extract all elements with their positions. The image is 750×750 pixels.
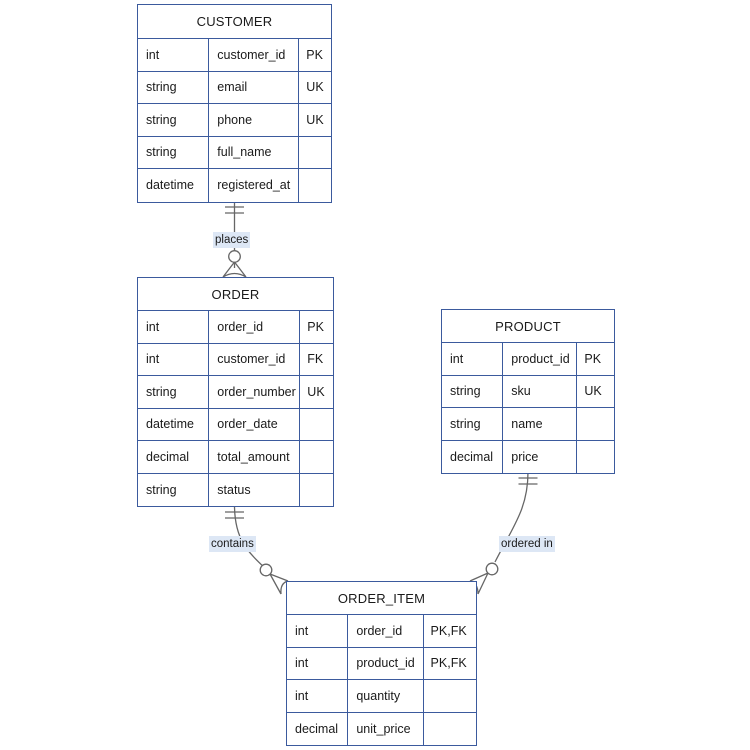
entity-title-order-item: ORDER_ITEM bbox=[287, 582, 476, 615]
attribute-type: int bbox=[138, 343, 210, 375]
attribute-type: int bbox=[287, 615, 349, 647]
entity-product[interactable]: PRODUCT int product_id PK string sku UK … bbox=[441, 309, 615, 474]
attribute-key: PK bbox=[307, 319, 324, 334]
attribute-name: quantity bbox=[348, 680, 424, 712]
relationship-label-contains[interactable]: contains bbox=[209, 536, 256, 552]
entity-title-order: ORDER bbox=[138, 278, 333, 311]
relationship-label-places[interactable]: places bbox=[213, 232, 251, 248]
attribute-type: string bbox=[138, 136, 210, 168]
entity-order[interactable]: ORDER int order_id PK int customer_id FK… bbox=[137, 277, 334, 507]
attribute-type: datetime bbox=[138, 169, 210, 202]
attribute-type: int bbox=[287, 680, 349, 712]
attribute-row[interactable]: string order_number UK bbox=[138, 376, 333, 409]
attribute-name: total_amount bbox=[209, 441, 301, 473]
attribute-row[interactable]: int product_id PK,FK bbox=[287, 647, 476, 680]
attribute-row[interactable]: string phone UK bbox=[138, 104, 331, 137]
attribute-name: product_id bbox=[348, 647, 424, 679]
attribute-row[interactable]: decimal unit_price bbox=[287, 712, 476, 746]
attribute-name: order_id bbox=[348, 615, 424, 647]
attribute-name: customer_id bbox=[209, 343, 301, 375]
attribute-row[interactable]: int product_id PK bbox=[442, 343, 614, 376]
attribute-name: sku bbox=[503, 375, 578, 407]
attribute-key bbox=[299, 137, 331, 169]
attribute-key: PK,FK bbox=[430, 656, 467, 671]
attribute-key bbox=[299, 169, 331, 202]
attribute-type: int bbox=[138, 39, 210, 71]
entity-title-customer: CUSTOMER bbox=[138, 5, 331, 39]
attribute-row[interactable]: datetime order_date bbox=[138, 408, 333, 441]
entity-customer[interactable]: CUSTOMER int customer_id PK string email… bbox=[137, 4, 332, 203]
entity-order-item[interactable]: ORDER_ITEM int order_id PK,FK int produc… bbox=[286, 581, 477, 746]
attribute-name: registered_at bbox=[209, 169, 300, 202]
attribute-row[interactable]: decimal price bbox=[442, 440, 614, 474]
attribute-type: string bbox=[138, 473, 210, 506]
attribute-row[interactable]: string status bbox=[138, 473, 333, 507]
attribute-name: status bbox=[209, 473, 301, 506]
attribute-type: int bbox=[138, 311, 210, 343]
attribute-type: decimal bbox=[442, 440, 504, 473]
attribute-name: full_name bbox=[209, 136, 300, 168]
cardinality-zero-circle-ordered-in bbox=[486, 563, 498, 575]
attribute-row[interactable]: decimal total_amount bbox=[138, 441, 333, 474]
attribute-key bbox=[300, 409, 333, 441]
attribute-type: string bbox=[138, 104, 210, 136]
relationship-contains bbox=[225, 505, 288, 594]
attribute-key: PK bbox=[584, 351, 602, 366]
attribute-row[interactable]: int quantity bbox=[287, 680, 476, 713]
attribute-key: UK bbox=[306, 80, 324, 95]
entity-title-product: PRODUCT bbox=[442, 310, 614, 343]
attribute-type: string bbox=[442, 375, 504, 407]
cardinality-many-crowsfoot-places bbox=[223, 262, 246, 277]
attribute-type: int bbox=[442, 343, 504, 375]
attribute-type: string bbox=[442, 408, 504, 440]
attribute-row[interactable]: int order_id PK,FK bbox=[287, 615, 476, 648]
attribute-type: decimal bbox=[287, 712, 349, 745]
attribute-row[interactable]: string email UK bbox=[138, 71, 331, 104]
attribute-key: UK bbox=[584, 384, 602, 399]
attribute-row[interactable]: string name bbox=[442, 408, 614, 441]
attribute-key bbox=[424, 713, 476, 746]
attribute-name: name bbox=[503, 408, 578, 440]
attribute-key bbox=[577, 408, 614, 440]
cardinality-zero-circle-contains bbox=[260, 564, 272, 576]
attribute-type: datetime bbox=[138, 408, 210, 440]
attribute-key: PK bbox=[306, 47, 323, 62]
attribute-type: int bbox=[287, 647, 349, 679]
attribute-type: string bbox=[138, 71, 210, 103]
attribute-name: product_id bbox=[503, 343, 578, 375]
attribute-key bbox=[424, 680, 476, 712]
attribute-name: phone bbox=[209, 104, 300, 136]
attribute-name: customer_id bbox=[209, 39, 300, 71]
attribute-row[interactable]: int customer_id FK bbox=[138, 343, 333, 376]
attribute-row[interactable]: string sku UK bbox=[442, 375, 614, 408]
attribute-key: PK,FK bbox=[430, 623, 467, 638]
attribute-name: price bbox=[503, 440, 578, 473]
attribute-name: email bbox=[209, 71, 300, 103]
attribute-type: string bbox=[138, 376, 210, 408]
attribute-name: order_id bbox=[209, 311, 301, 343]
attribute-row[interactable]: string full_name bbox=[138, 136, 331, 169]
attribute-name: unit_price bbox=[348, 712, 424, 745]
attribute-key bbox=[300, 441, 333, 473]
attribute-key: FK bbox=[307, 352, 324, 367]
attribute-type: decimal bbox=[138, 441, 210, 473]
attribute-key: UK bbox=[307, 384, 325, 399]
attribute-name: order_date bbox=[209, 408, 301, 440]
attribute-row[interactable]: datetime registered_at bbox=[138, 169, 331, 202]
attribute-key bbox=[577, 441, 614, 474]
attribute-row[interactable]: int customer_id PK bbox=[138, 39, 331, 72]
attribute-key bbox=[300, 474, 333, 507]
relationship-label-ordered-in[interactable]: ordered in bbox=[499, 536, 555, 552]
attribute-row[interactable]: int order_id PK bbox=[138, 311, 333, 344]
relationship-ordered-in bbox=[470, 472, 538, 594]
attribute-key: UK bbox=[306, 112, 324, 127]
attribute-name: order_number bbox=[209, 376, 301, 408]
cardinality-zero-circle-places bbox=[229, 251, 241, 263]
